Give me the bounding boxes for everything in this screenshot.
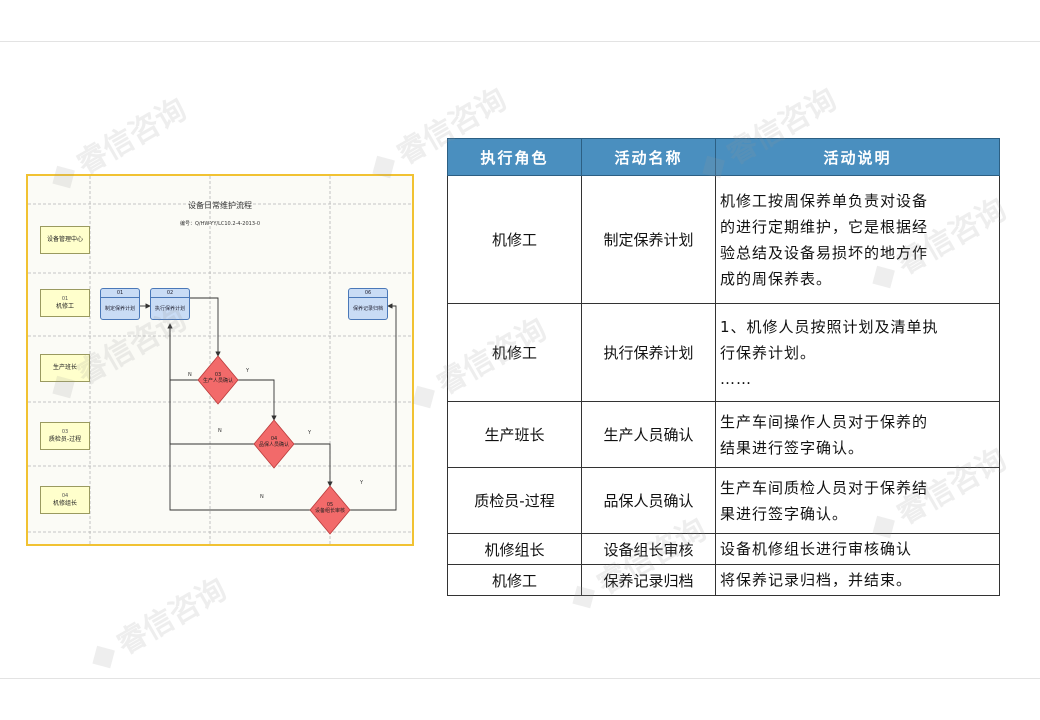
process-flowchart: 设备日常维护流程 编号：Q/HW-YY/LC10.2-4-2013-0 设备管理… — [26, 174, 414, 546]
flowchart-title: 设备日常维护流程 — [188, 201, 252, 210]
decision-diamond — [309, 485, 351, 535]
cell-role: 机修工 — [447, 564, 582, 596]
cell-role: 机修组长 — [447, 533, 582, 565]
activity-table: 执行角色 活动名称 活动说明 机修工 制定保养计划 机修工按周保养单负责对设备的… — [447, 138, 1000, 596]
cell-activity: 品保人员确认 — [581, 467, 716, 534]
cell-activity: 制定保养计划 — [581, 175, 716, 304]
connector — [238, 379, 277, 421]
table-row: 机修组长 设备组长审核 设备机修组长进行审核确认 — [447, 533, 1000, 565]
watermark: 睿信咨询 — [79, 565, 233, 679]
header-role: 执行角色 — [447, 138, 582, 176]
top-divider — [0, 41, 1040, 42]
cell-description: 生产车间操作人员对于保养的结果进行签字确认。 — [715, 401, 1000, 468]
edge-label-no: N — [260, 494, 264, 500]
flowchart-code: 编号：Q/HW-YY/LC10.2-4-2013-0 — [179, 221, 261, 227]
connector — [350, 326, 397, 511]
table-header-row: 执行角色 活动名称 活动说明 — [447, 138, 1000, 176]
table-row: 机修工 保养记录归档 将保养记录归档，并结束。 — [447, 564, 1000, 596]
connector — [387, 303, 397, 326]
cell-activity: 生产人员确认 — [581, 401, 716, 468]
decision-diamond — [197, 355, 239, 405]
cell-role: 机修工 — [447, 175, 582, 304]
table-row: 生产班长 生产人员确认 生产车间操作人员对于保养的结果进行签字确认。 — [447, 401, 1000, 468]
cell-description: 生产车间质检人员对于保养结果进行签字确认。 — [715, 467, 1000, 534]
cell-description: 1、机修人员按照计划及清单执行保养计划。 …… — [715, 303, 1000, 402]
cell-activity: 保养记录归档 — [581, 564, 716, 596]
edge-label-yes: Y — [360, 480, 364, 486]
connector — [190, 297, 221, 357]
decision-diamond — [253, 419, 295, 469]
table-row: 质检员-过程 品保人员确认 生产车间质检人员对于保养结果进行签字确认。 — [447, 467, 1000, 534]
header-description: 活动说明 — [715, 138, 1000, 176]
edge-label-yes: Y — [246, 368, 250, 374]
connector — [167, 323, 198, 381]
lane-label-quality-inspector: 03 质检员-过程 — [40, 422, 90, 450]
header-activity: 活动名称 — [581, 138, 716, 176]
bottom-divider — [0, 678, 1040, 679]
connector — [169, 326, 310, 511]
connector — [294, 443, 333, 487]
table-row: 机修工 制定保养计划 机修工按周保养单负责对设备的进行定期维护，它是根据经 验总… — [447, 175, 1000, 304]
edge-label-no: N — [218, 428, 222, 434]
cell-description: 设备机修组长进行审核确认 — [715, 533, 1000, 565]
lane-label-mechanic: 01 机修工 — [40, 289, 90, 317]
cell-role: 质检员-过程 — [447, 467, 582, 534]
cell-activity: 设备组长审核 — [581, 533, 716, 565]
edge-label-no: N — [188, 372, 192, 378]
cell-description: 机修工按周保养单负责对设备的进行定期维护，它是根据经 验总结及设备易损坏的地方作… — [715, 175, 1000, 304]
lane-label-equipment-center: 设备管理中心 — [40, 226, 90, 254]
lane-label-repair-leader: 04 机修组长 — [40, 486, 90, 514]
cell-role: 生产班长 — [447, 401, 582, 468]
lane-label-production-leader: 生产班长 — [40, 354, 90, 382]
table-row: 机修工 执行保养计划 1、机修人员按照计划及清单执行保养计划。 …… — [447, 303, 1000, 402]
edge-label-yes: Y — [308, 430, 312, 436]
cell-role: 机修工 — [447, 303, 582, 402]
cell-description: 将保养记录归档，并结束。 — [715, 564, 1000, 596]
cell-activity: 执行保养计划 — [581, 303, 716, 402]
flowchart-canvas — [28, 176, 412, 544]
